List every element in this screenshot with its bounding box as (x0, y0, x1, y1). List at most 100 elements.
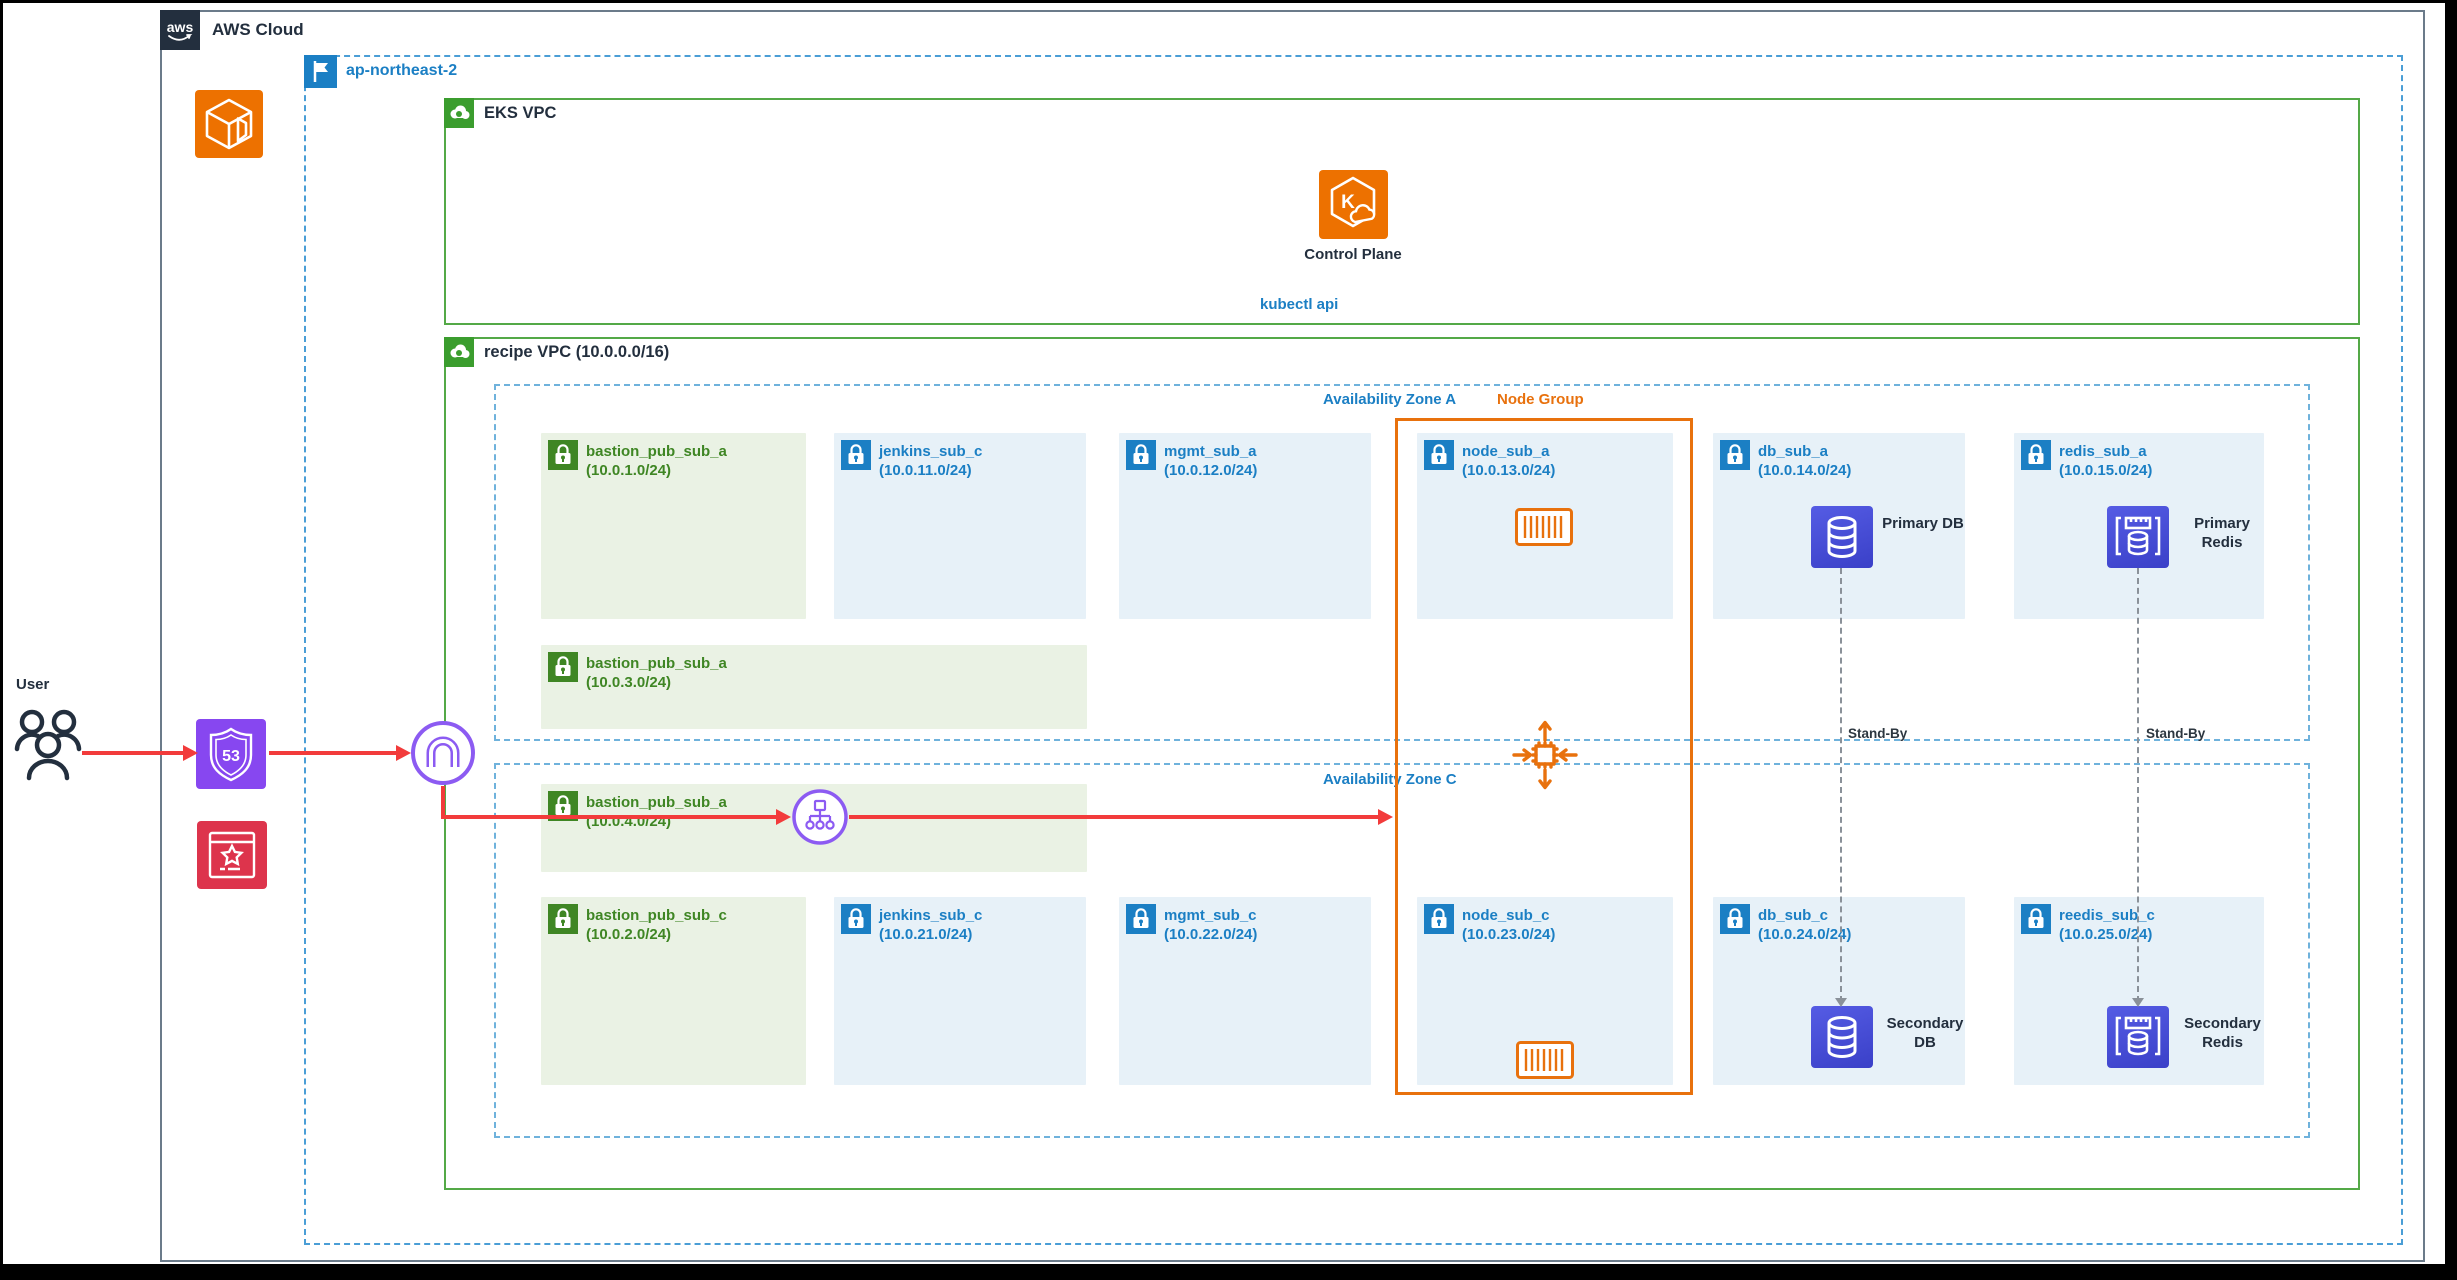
frame-left (0, 0, 3, 1280)
subnet-bastion-pub-sub-a-1: bastion_pub_sub_a (10.0.1.0/24) (541, 433, 806, 619)
container-icon-node-a (1515, 508, 1573, 546)
subnet-mgmt-sub-a: mgmt_sub_a (10.0.12.0/24) (1119, 433, 1371, 619)
eks-vpc-icon (444, 98, 474, 128)
lock-icon (2021, 904, 2051, 934)
arrowhead-igw-to-elb (776, 809, 791, 825)
primary-db-icon (1811, 506, 1873, 568)
arrowhead-user-to-route53 (183, 745, 198, 761)
db-standby-arrowhead (1835, 998, 1847, 1007)
subnet-name: jenkins_sub_c (879, 443, 983, 460)
arrow-route53-to-igw (269, 751, 397, 755)
lock-icon (1424, 904, 1454, 934)
waf-icon (197, 821, 267, 889)
frame-bottom (0, 1264, 2457, 1280)
node-group-label: Node Group (1497, 391, 1584, 408)
subnet-name: node_sub_c (1462, 907, 1550, 924)
control-plane-label: Control Plane (1304, 246, 1402, 263)
eks-vpc-label: EKS VPC (484, 104, 557, 122)
subnet-cidr: (10.0.13.0/24) (1462, 462, 1556, 479)
eks-vpc-box (444, 98, 2360, 325)
recipe-vpc-label: recipe VPC (10.0.0.0/16) (484, 343, 670, 361)
region-label: ap-northeast-2 (346, 62, 458, 79)
subnet-reedis-sub-c: reedis_sub_c(10.0.25.0/24) (2014, 897, 2264, 1085)
subnet-cidr: (10.0.21.0/24) (879, 926, 973, 943)
subnet-name: bastion_pub_sub_c (586, 907, 727, 924)
subnet-cidr: (10.0.23.0/24) (1462, 926, 1556, 943)
secondary-redis-icon (2107, 1006, 2169, 1068)
load-balancer-icon (791, 788, 849, 846)
subnet-cidr: (10.0.22.0/24) (1164, 926, 1258, 943)
lock-icon (1720, 440, 1750, 470)
user-label: User (16, 676, 50, 693)
lock-icon (548, 904, 578, 934)
subnet-db-sub-c: db_sub_c (10.0.24.0/24) (1713, 897, 1965, 1085)
subnet-jenkins-sub-c: jenkins_sub_c(10.0.21.0/24) (834, 897, 1086, 1085)
lock-icon (841, 904, 871, 934)
primary-redis-icon (2107, 506, 2169, 568)
standby-label-db: Stand-By (1848, 726, 1908, 741)
secondary-redis-label: Secondary Redis (2184, 1015, 2261, 1051)
lock-icon (1720, 904, 1750, 934)
frame-top (0, 0, 2457, 3)
availability-zone-a-box (494, 384, 2310, 741)
arrow-user-to-route53 (82, 751, 184, 755)
auto-scaling-icon (1507, 717, 1583, 793)
secondary-db-icon (1811, 1006, 1873, 1068)
zone-c-label: Availability Zone C (1323, 771, 1457, 788)
subnet-name: mgmt_sub_a (1164, 443, 1257, 460)
eks-control-plane-icon: K (1319, 170, 1388, 239)
subnet-node-sub-a: node_sub_a (10.0.13.0/24) (1417, 433, 1673, 619)
kubectl-api-label: kubectl api (1260, 296, 1339, 313)
lock-icon (2021, 440, 2051, 470)
lock-icon (548, 652, 578, 682)
subnet-jenkins-sub-a: jenkins_sub_c (10.0.11.0/24) (834, 433, 1086, 619)
aws-cloud-icon: aws (160, 10, 200, 50)
lock-icon (1126, 440, 1156, 470)
container-icon-node-c (1516, 1041, 1574, 1079)
lock-icon (1126, 904, 1156, 934)
recipe-vpc-icon (444, 337, 474, 367)
db-standby-connector (1840, 568, 1842, 1002)
subnet-name: reedis_sub_c (2059, 907, 2155, 924)
subnet-name: bastion_pub_sub_a (586, 655, 727, 672)
subnet-name: mgmt_sub_c (1164, 907, 1257, 924)
subnet-cidr: (10.0.1.0/24) (586, 462, 672, 479)
arrow-elb-to-nodegroup (849, 815, 1379, 819)
node-group-box (1395, 418, 1693, 1095)
aws-cloud-label: AWS Cloud (212, 20, 304, 39)
subnet-bastion-pub-sub-c: bastion_pub_sub_c (10.0.2.0/24) (541, 897, 806, 1085)
subnet-name: node_sub_a (1462, 443, 1550, 460)
eks-cube-icon (195, 90, 263, 158)
lock-icon (548, 440, 578, 470)
arrow-igw-to-elb (441, 815, 777, 819)
primary-redis-label: Primary Redis (2194, 515, 2250, 551)
redis-standby-connector (2137, 568, 2139, 1002)
region-flag-icon (304, 55, 337, 88)
subnet-cidr: (10.0.14.0/24) (1758, 462, 1852, 479)
subnet-name: db_sub_c (1758, 907, 1829, 924)
subnet-name: bastion_pub_sub_a (586, 443, 727, 460)
route53-icon: 53 (196, 719, 266, 789)
arrowhead-elb-to-nodegroup (1378, 809, 1393, 825)
secondary-db-label: Secondary DB (1886, 1015, 1964, 1051)
svg-text:53: 53 (222, 748, 240, 765)
user-icon (12, 698, 84, 788)
availability-zone-c-box (494, 763, 2310, 1138)
subnet-name: redis_sub_a (2059, 443, 2147, 460)
standby-label-redis: Stand-By (2146, 726, 2206, 741)
region-box (304, 55, 2403, 1245)
subnet-name: bastion_pub_sub_a (586, 794, 727, 811)
subnet-bastion-pub-sub-a-2: bastion_pub_sub_a (10.0.3.0/24) (541, 645, 1087, 729)
subnet-cidr: (10.0.12.0/24) (1164, 462, 1258, 479)
redis-standby-arrowhead (2132, 998, 2144, 1007)
primary-db-label: Primary DB (1882, 515, 1964, 532)
subnet-cidr: (10.0.2.0/24) (586, 926, 672, 943)
subnet-cidr: (10.0.3.0/24) (586, 674, 672, 691)
subnet-cidr: (10.0.24.0/24) (1758, 926, 1852, 943)
subnet-name: db_sub_a (1758, 443, 1829, 460)
lock-icon (1424, 440, 1454, 470)
arrowhead-route53-to-igw (396, 745, 411, 761)
subnet-cidr: (10.0.11.0/24) (879, 462, 972, 479)
zone-a-label: Availability Zone A (1323, 391, 1457, 408)
